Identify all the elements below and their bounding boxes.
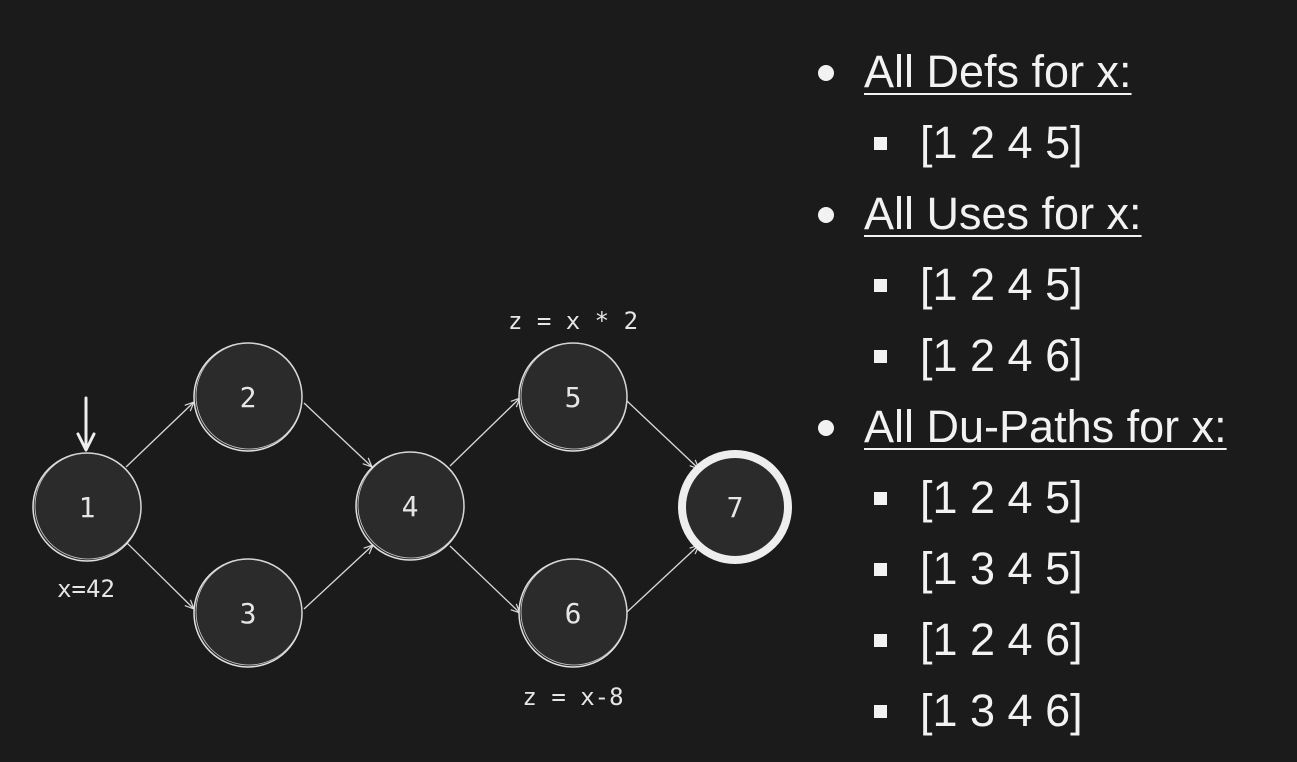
node-4: 4: [355, 451, 465, 561]
uses-section: All Uses for x: [1 2 4 5] [1 2 4 6]: [812, 178, 1292, 391]
defs-section: All Defs for x: [1 2 4 5]: [812, 36, 1292, 178]
uses-paths: [1 2 4 5] [1 2 4 6]: [812, 249, 1292, 391]
def-use-list: All Defs for x: [1 2 4 5] All Uses for x…: [812, 36, 1292, 746]
edge-2-4: [303, 402, 374, 469]
path-text: [1 3 4 6]: [920, 685, 1083, 736]
node-2: 2: [193, 342, 303, 452]
uses-heading: All Uses for x:: [812, 178, 1292, 249]
annotation-node-6: z = x-8: [522, 683, 623, 711]
defs-title: All Defs for x:: [864, 46, 1132, 97]
list-item: [1 2 4 5]: [812, 249, 1292, 320]
node-6-label: 6: [565, 597, 582, 630]
node-3-label: 3: [240, 597, 257, 630]
list-item: [1 3 4 6]: [812, 675, 1292, 746]
path-text: [1 2 4 5]: [920, 259, 1083, 310]
list-item: [1 2 4 5]: [812, 107, 1292, 178]
du-paths-heading: All Du-Paths for x:: [812, 391, 1292, 462]
square-bullet-icon: [874, 137, 887, 150]
node-4-label: 4: [402, 490, 419, 523]
square-bullet-icon: [874, 279, 887, 292]
defs-heading: All Defs for x:: [812, 36, 1292, 107]
list-item: [1 3 4 5]: [812, 533, 1292, 604]
square-bullet-icon: [874, 634, 887, 647]
edge-5-7: [626, 400, 701, 471]
list-item: [1 2 4 6]: [812, 604, 1292, 675]
path-text: [1 2 4 6]: [920, 614, 1083, 665]
control-flow-graph: 1 2 3 4 5 6 7: [32, 307, 792, 711]
square-bullet-icon: [874, 705, 887, 718]
annotation-node-1: x=42: [57, 575, 115, 603]
path-text: [1 2 4 6]: [920, 330, 1083, 381]
square-bullet-icon: [874, 350, 887, 363]
edge-1-3: [125, 541, 196, 611]
square-bullet-icon: [874, 492, 887, 505]
node-5-label: 5: [565, 381, 582, 414]
edge-4-5: [449, 396, 522, 467]
list-item: [1 2 4 5]: [812, 462, 1292, 533]
bullet-icon: [818, 420, 834, 436]
list-item: [1 2 4 6]: [812, 320, 1292, 391]
edge-6-7: [626, 543, 701, 613]
start-arrow-icon: [76, 396, 96, 452]
node-6: 6: [518, 558, 628, 668]
path-text: [1 2 4 5]: [920, 117, 1083, 168]
du-paths-list: [1 2 4 5] [1 3 4 5] [1 2 4 6] [1 3 4 6]: [812, 462, 1292, 746]
defs-paths: [1 2 4 5]: [812, 107, 1292, 178]
square-bullet-icon: [874, 563, 887, 576]
path-text: [1 2 4 5]: [920, 472, 1083, 523]
edge-4-6: [449, 545, 522, 615]
annotation-node-5: z = x * 2: [508, 307, 638, 335]
node-5: 5: [518, 342, 628, 452]
path-text: [1 3 4 5]: [920, 543, 1083, 594]
node-2-label: 2: [240, 381, 257, 414]
node-7-final: 7: [678, 450, 792, 564]
bullet-icon: [818, 207, 834, 223]
uses-title: All Uses for x:: [864, 188, 1142, 239]
bullet-icon: [818, 65, 834, 81]
node-1-label: 1: [79, 491, 96, 524]
du-paths-title: All Du-Paths for x:: [864, 401, 1227, 452]
edge-3-4: [303, 543, 375, 610]
edge-1-2: [125, 400, 196, 468]
node-1: 1: [32, 452, 142, 562]
node-7-label: 7: [727, 491, 744, 524]
node-3: 3: [193, 558, 303, 668]
du-paths-section: All Du-Paths for x: [1 2 4 5] [1 3 4 5] …: [812, 391, 1292, 746]
edges: [125, 396, 701, 615]
